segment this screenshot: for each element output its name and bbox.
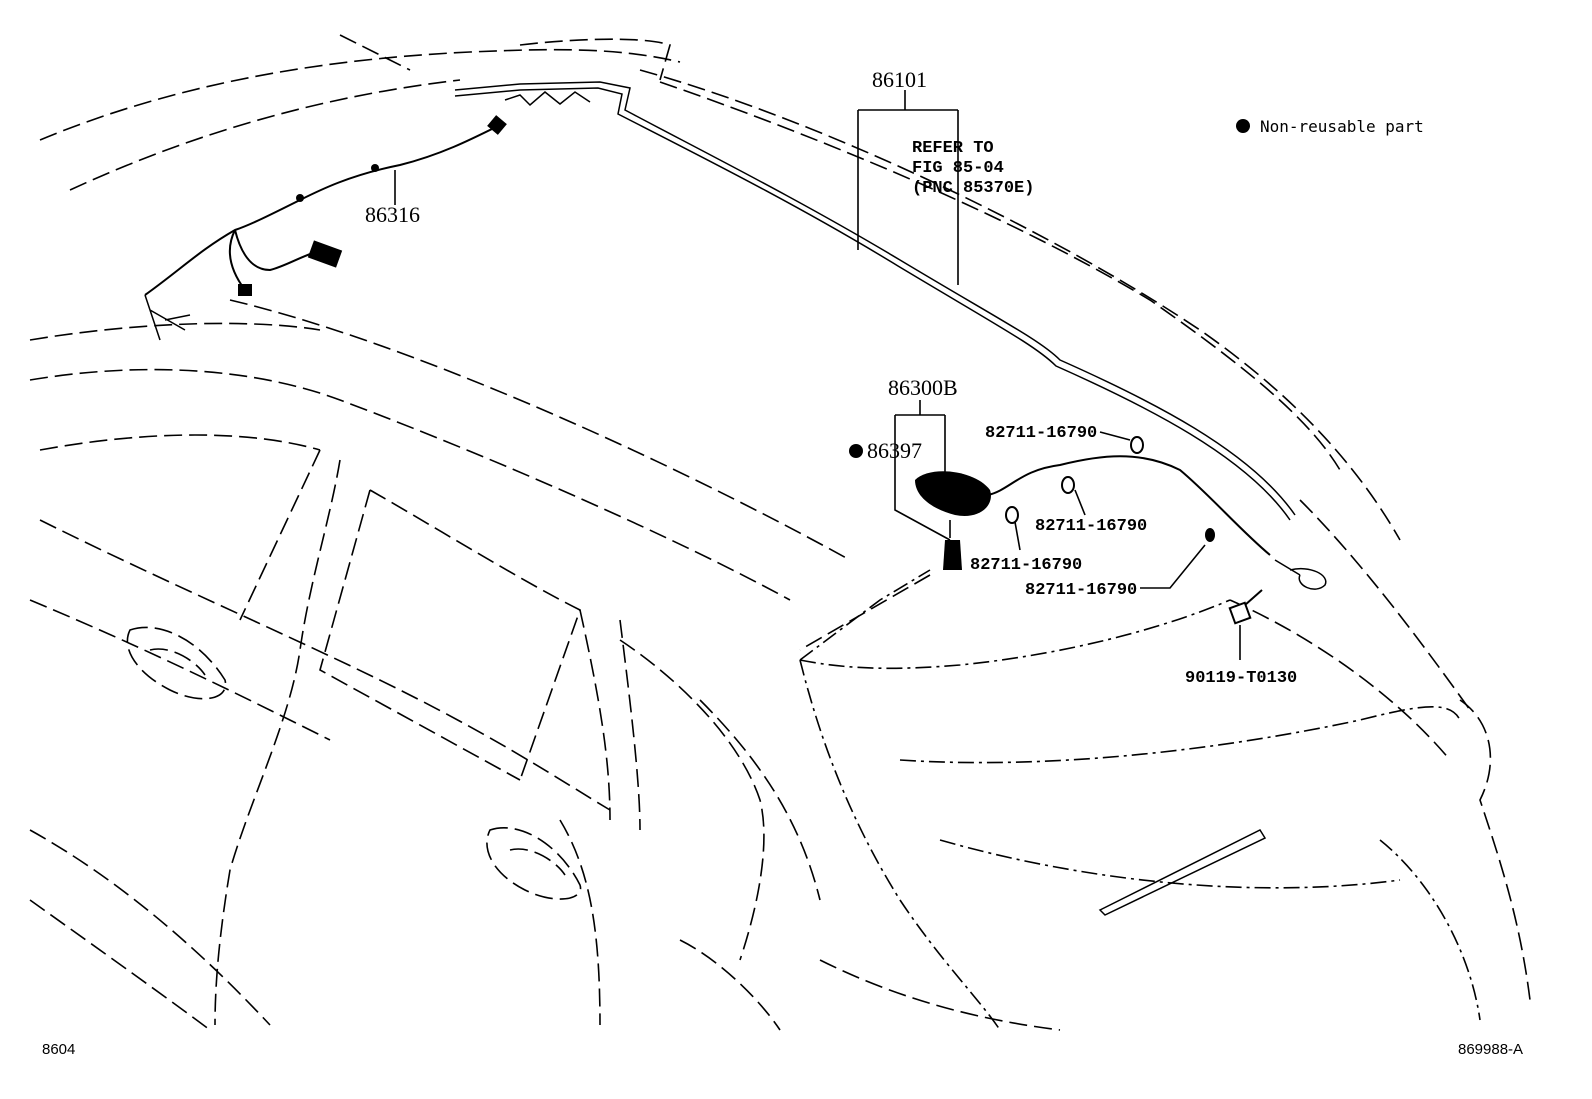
clips [1005,436,1327,625]
leader-lines [394,90,1241,660]
roof-wire-harness [454,81,1296,521]
refer-line-2: FIG 85-04 [912,159,1004,178]
footer-right-code: 869988-A [1458,1041,1523,1058]
refer-line-1: REFER TO [912,139,994,158]
label-bolt: 90119-T0130 [1185,669,1297,688]
antenna-cord-86316 [144,115,507,341]
bolt-mark [1228,589,1263,625]
label-86300b: 86300B [888,375,958,400]
clip-c-mark [1005,506,1019,524]
label-clip-c: 82711-16790 [970,556,1082,575]
non-reusable-dot-86397 [849,444,863,458]
label-clip-d: 82711-16790 [1025,581,1137,600]
label-clip-b: 82711-16790 [1035,517,1147,536]
refer-line-3: (PNC 85370E) [912,179,1034,198]
legend-text: Non-reusable part [1260,117,1424,136]
vehicle-outline [29,34,1531,1031]
label-86397: 86397 [867,438,922,463]
label-86101: 86101 [872,67,927,92]
clip-d-mark [1205,528,1215,542]
label-86316: 86316 [365,202,420,227]
legend-bullet [1236,119,1250,133]
clip-a-mark [1130,436,1144,454]
roof-antenna-86300b [799,455,1271,651]
clip-b-mark [1061,476,1075,494]
footer-left-code: 8604 [42,1041,75,1058]
label-clip-a: 82711-16790 [985,424,1097,443]
legend: Non-reusable part [1236,117,1424,136]
